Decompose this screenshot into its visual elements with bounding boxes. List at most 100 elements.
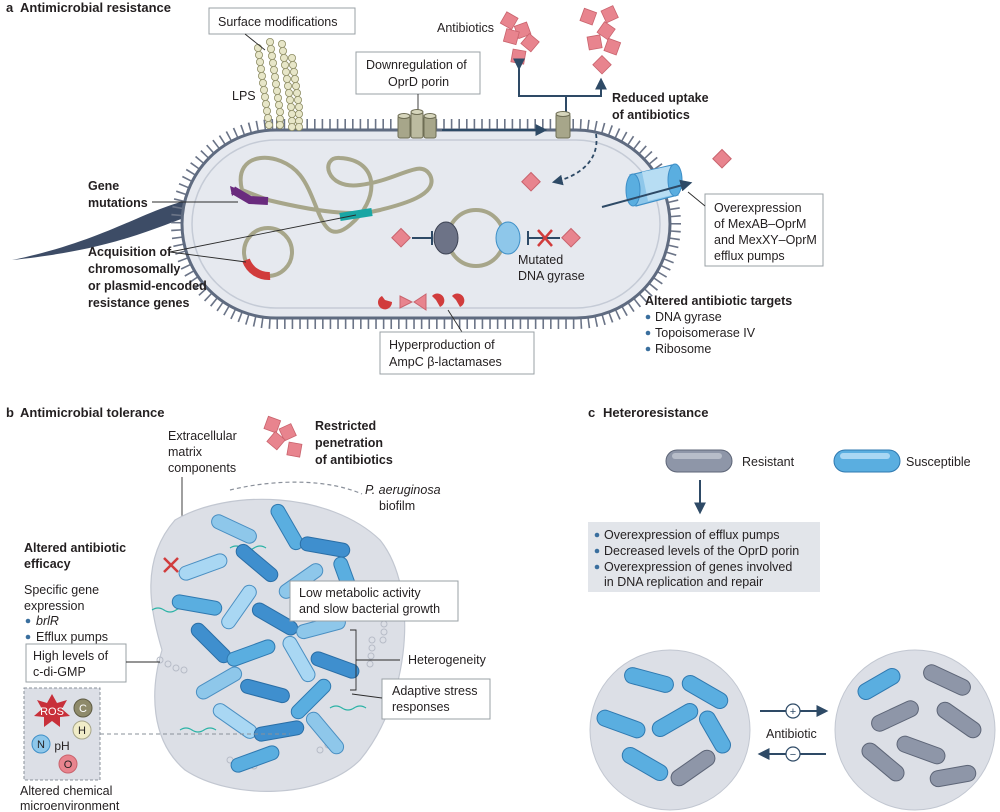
- susceptible-label: Susceptible: [906, 455, 971, 469]
- mutated-label-2: DNA gyrase: [518, 269, 585, 283]
- lps-label: LPS: [232, 89, 256, 103]
- antibiotic-label: Antibiotic: [766, 727, 817, 741]
- acq-label-1: Acquisition of: [88, 245, 172, 259]
- panel-a-title: Antimicrobial resistance: [20, 0, 171, 15]
- downreg-label-2: OprD porin: [388, 75, 449, 89]
- panel-a-letter: a: [6, 0, 14, 15]
- restricted-label-1: Restricted: [315, 419, 376, 433]
- gene-item-1: brlR: [36, 614, 59, 628]
- lowmet-label-2: and slow bacterial growth: [299, 602, 440, 616]
- reduced-label-2: of antibiotics: [612, 108, 690, 122]
- biofilm: [150, 498, 406, 792]
- overexp-label-4: efflux pumps: [714, 249, 785, 263]
- adaptive-label-2: responses: [392, 700, 450, 714]
- h-label: H: [78, 725, 86, 737]
- cdigmp-label-1: High levels of: [33, 649, 109, 663]
- population-left-cells: [596, 667, 731, 787]
- mechanism-item-1: Overexpression of efflux pumps: [604, 528, 780, 542]
- ros-star: [34, 694, 70, 727]
- altered-eff-label-1: Altered antibiotic: [24, 541, 126, 555]
- gene-mut-label-2: mutations: [88, 196, 148, 210]
- mutated-label-1: Mutated: [518, 253, 563, 267]
- panel-a: a Antimicrobial resistance LPS S: [6, 0, 824, 375]
- ros-label: ROS: [40, 706, 64, 718]
- adaptive-box: [381, 678, 491, 720]
- mechanism-item-3: Overexpression of genes involved: [604, 560, 792, 574]
- surface-mods-label: Surface modifications: [218, 15, 338, 29]
- bacterium-spikes: [171, 119, 681, 329]
- downreg-label-1: Downregulation of: [366, 58, 467, 72]
- biofilm-cells: [171, 503, 361, 773]
- cdigmp-label-2: c-di-GMP: [33, 665, 86, 679]
- plus-sign: +: [790, 706, 796, 718]
- restricted-label-3: of antibiotics: [315, 453, 393, 467]
- panel-b-title: Antimicrobial tolerance: [20, 405, 164, 420]
- altered-targets-title: Altered antibiotic targets: [645, 294, 792, 308]
- ph-label: pH: [54, 739, 69, 753]
- n-label: N: [37, 739, 45, 751]
- target-item-1: DNA gyrase: [655, 310, 722, 324]
- oprd-porins: [397, 109, 437, 139]
- c-label: C: [79, 703, 87, 715]
- gyrase-gray: [433, 221, 459, 255]
- lowmet-label-1: Low metabolic activity: [299, 586, 421, 600]
- cdigmp-box: [25, 643, 127, 683]
- restricted-label-2: penetration: [315, 436, 383, 450]
- block-x-icon: [537, 229, 553, 247]
- antibiotics-cluster-b: [263, 415, 303, 458]
- heterogeneity-label: Heterogeneity: [408, 653, 487, 667]
- population-right-cells: [857, 664, 982, 788]
- specific-label-2: expression: [24, 599, 84, 613]
- biofilm-species: P. aeruginosa: [365, 483, 441, 497]
- specific-label-1: Specific gene: [24, 583, 99, 597]
- hyper-box: [379, 331, 535, 375]
- mechanisms-box: [588, 522, 820, 592]
- flagellum: [12, 198, 200, 260]
- ecm-label-3: components: [168, 461, 236, 475]
- ecm-label-1: Extracellular: [168, 429, 237, 443]
- gene-mutation-segment: [230, 186, 269, 205]
- altered-eff-label-2: efficacy: [24, 557, 71, 571]
- overexp-box: [704, 193, 824, 267]
- adaptive-label-1: Adaptive stress: [392, 684, 477, 698]
- mechanism-item-2: Decreased levels of the OprD porin: [604, 544, 799, 558]
- overexp-label-1: Overexpression: [714, 201, 802, 215]
- o-label: O: [64, 759, 73, 771]
- hyper-label-1: Hyperproduction of: [389, 338, 495, 352]
- antibiotic-inside: [521, 171, 541, 192]
- overexp-label-3: and MexXY–OprM: [714, 233, 817, 247]
- single-porin: [555, 111, 571, 139]
- resistance-gene-segment: [339, 208, 373, 221]
- acq-label-2: chromosomally: [88, 262, 180, 276]
- minus-sign: −: [790, 749, 796, 761]
- biofilm-word: biofilm: [379, 499, 415, 513]
- altered-chem-label-2: microenvironment: [20, 799, 120, 812]
- target-item-3: Ribosome: [655, 342, 711, 356]
- acq-label-3: or plasmid-encoded: [88, 279, 207, 293]
- reduced-label-1: Reduced uptake: [612, 91, 709, 105]
- lps-chains: [253, 38, 303, 132]
- surface-mods-box: [208, 7, 356, 35]
- panel-c: c Heteroresistance Resistant Susceptible…: [588, 405, 996, 811]
- resistant-label: Resistant: [742, 455, 795, 469]
- downreg-box: [355, 51, 481, 95]
- mechanism-item-3-cont: in DNA replication and repair: [604, 575, 763, 589]
- lowmet-box: [289, 580, 459, 622]
- gyrase-blue: [495, 221, 521, 255]
- acq-label-4: resistance genes: [88, 296, 189, 310]
- ecm-label-2: matrix: [168, 445, 203, 459]
- gene-item-2: Efflux pumps: [36, 630, 108, 644]
- efficacy-block-x-icon: [163, 557, 179, 573]
- antibiotics-label: Antibiotics: [437, 21, 494, 35]
- panel-b-letter: b: [6, 405, 14, 420]
- overexp-label-2: of MexAB–OprM: [714, 217, 806, 231]
- hyper-label-2: AmpC β-lactamases: [389, 355, 502, 369]
- plasmid-resistance-gene: [242, 258, 271, 281]
- panel-b: b Antimicrobial tolerance Restricted pen…: [6, 405, 491, 812]
- target-item-2: Topoisomerase IV: [655, 326, 756, 340]
- gene-mut-label-1: Gene: [88, 179, 119, 193]
- altered-chem-label-1: Altered chemical: [20, 784, 112, 798]
- beta-lactamases: [378, 293, 465, 311]
- panel-c-title: Heteroresistance: [603, 405, 709, 420]
